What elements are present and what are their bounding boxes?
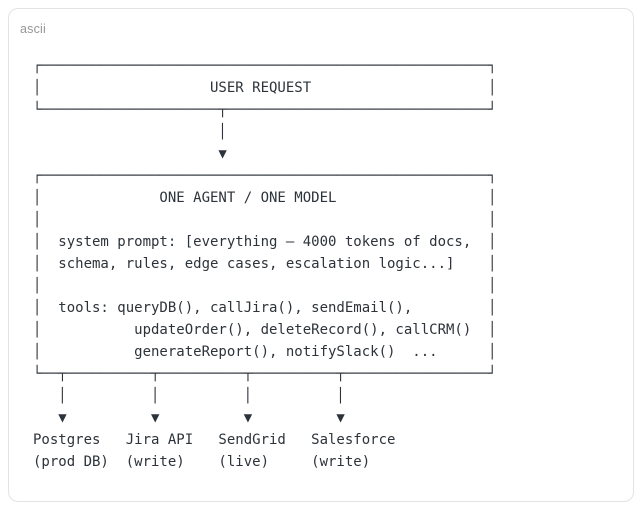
ascii-architecture-diagram: ┌───────────────────────────────────────… <box>33 58 497 470</box>
code-language-label: ascii <box>20 22 47 36</box>
code-block-card: ascii ┌─────────────────────────────────… <box>8 8 634 502</box>
